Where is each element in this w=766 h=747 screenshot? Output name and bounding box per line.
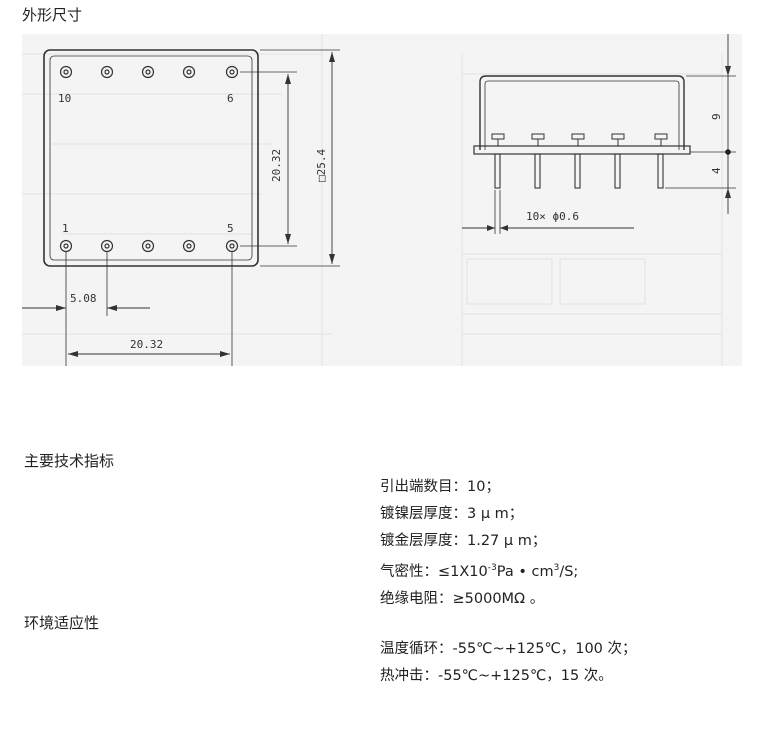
env-item: 热冲击：-55℃~+125℃，15 次。 <box>380 668 613 684</box>
dim-height: 9 <box>710 113 723 120</box>
spec-item: 绝缘电阻：≥5000MΩ 。 <box>380 590 545 607</box>
env-item: 温度循环：-55℃~+125℃，100 次； <box>380 641 637 657</box>
spec-item: 镀金层厚度：1.27 μ m； <box>380 533 547 549</box>
spec-item: 引出端数目：10； <box>380 479 500 495</box>
top-view <box>22 49 340 366</box>
dim-pin-pitch: 5.08 <box>70 292 97 305</box>
dim-pin-span-vertical: 20.32 <box>270 149 283 182</box>
page-title: 外形尺寸 <box>22 6 83 24</box>
outline-dimension-drawing: 10 6 1 5 20.32 □25.4 5.08 20.32 <box>22 34 742 366</box>
specs-list: 引出端数目：10； 镀镍层厚度：3 μ m； 镀金层厚度：1.27 μ m； 气… <box>380 474 578 613</box>
env-heading: 环境适应性 <box>24 614 100 632</box>
dim-pin-span-horizontal: 20.32 <box>130 338 163 351</box>
spec-item-hermeticity: 气密性：≤1X10-3Pa • cm3/S; <box>380 563 579 580</box>
dim-body-size: □25.4 <box>315 149 328 182</box>
dim-pin-diameter: 10× ϕ0.6 <box>526 210 579 223</box>
spec-item: 镀镍层厚度：3 μ m； <box>380 506 524 522</box>
pin-label-5: 5 <box>227 222 234 235</box>
pin-label-10: 10 <box>58 92 71 105</box>
dim-lead-length: 4 <box>710 167 723 174</box>
pin-label-6: 6 <box>227 92 234 105</box>
specs-heading: 主要技术指标 <box>24 452 115 470</box>
env-list: 温度循环：-55℃~+125℃，100 次； 热冲击：-55℃~+125℃，15… <box>380 636 637 690</box>
pin-label-1: 1 <box>62 222 69 235</box>
side-view <box>462 34 736 234</box>
